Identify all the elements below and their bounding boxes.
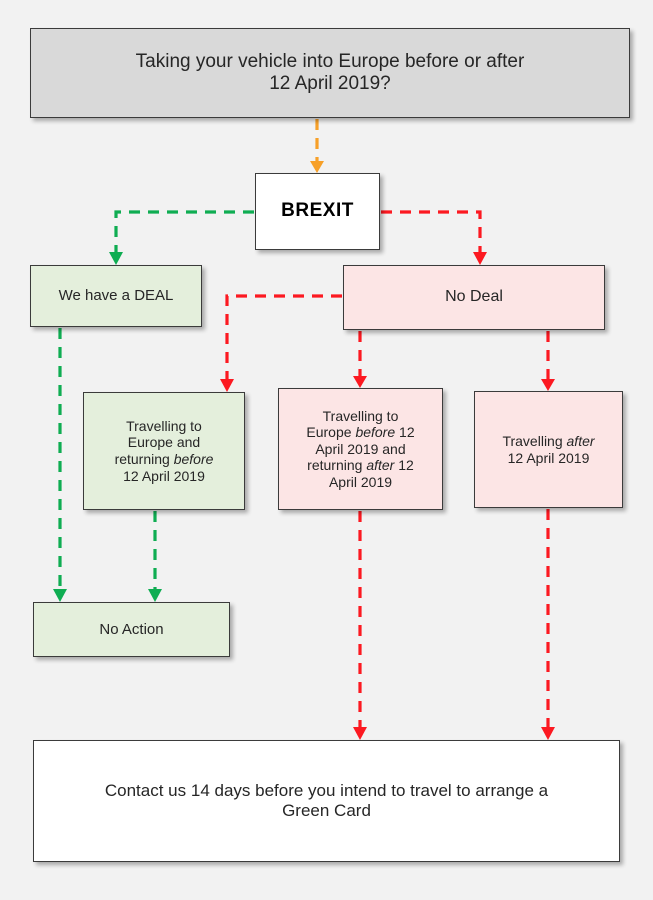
no-action-label: No Action: [99, 620, 164, 638]
no-deal-box: No Deal: [343, 265, 605, 330]
connector-brexit-to-no-deal: [381, 210, 487, 265]
gt-line4: 12 April 2019: [123, 467, 205, 484]
gt-line3-emphasis: before: [173, 451, 214, 467]
connector-brexit-to-deal: [109, 210, 254, 265]
header-question-text: Taking your vehicle into Europe before o…: [135, 50, 525, 94]
pt2-line1-emphasis: after: [566, 432, 595, 449]
pt1-line3: April 2019 and: [315, 440, 406, 457]
pt1-line4-post: 12: [394, 457, 414, 474]
gt-line1: Travelling to: [126, 417, 202, 434]
connector-deal-to-no-action: [53, 328, 67, 602]
pt1-line4-pre: returning: [307, 457, 367, 474]
connector-no-deal-to-green-travel: [220, 294, 342, 392]
connector-header-to-brexit: [310, 119, 324, 173]
contact-us-text: Contact us 14 days before you intend to …: [104, 780, 549, 820]
connector-pink-travel-1-to-contact: [353, 511, 367, 740]
pt1-line2-emphasis: before: [355, 424, 396, 441]
we-have-a-deal-label: We have a DEAL: [58, 287, 174, 305]
connector-green-travel-to-no-action: [148, 511, 162, 602]
connector-no-deal-to-pink-travel-1: [353, 331, 367, 388]
pt1-line2-post: 12: [395, 424, 415, 441]
no-action-box: No Action: [33, 602, 230, 657]
pt2-line1-pre: Travelling: [502, 432, 567, 449]
pt1-line5: April 2019: [328, 473, 393, 490]
brexit-decision-box: BREXIT: [255, 173, 380, 250]
connector-pink-travel-2-to-contact: [541, 509, 555, 740]
header-question-box: Taking your vehicle into Europe before o…: [30, 28, 630, 118]
we-have-a-deal-box: We have a DEAL: [30, 265, 202, 327]
pt1-line4-emphasis: after: [366, 457, 395, 474]
pt1-line1: Travelling to: [322, 407, 399, 424]
no-deal-label: No Deal: [445, 288, 503, 306]
pt1-line2-pre: Europe: [306, 424, 356, 441]
connector-no-deal-to-pink-travel-2: [541, 331, 555, 391]
gt-line3-pre: returning: [114, 451, 174, 467]
gt-line2: Europe and: [127, 434, 201, 451]
brexit-label: BREXIT: [281, 200, 354, 222]
contact-us-box: Contact us 14 days before you intend to …: [33, 740, 620, 862]
pt2-line2: 12 April 2019: [507, 449, 590, 466]
